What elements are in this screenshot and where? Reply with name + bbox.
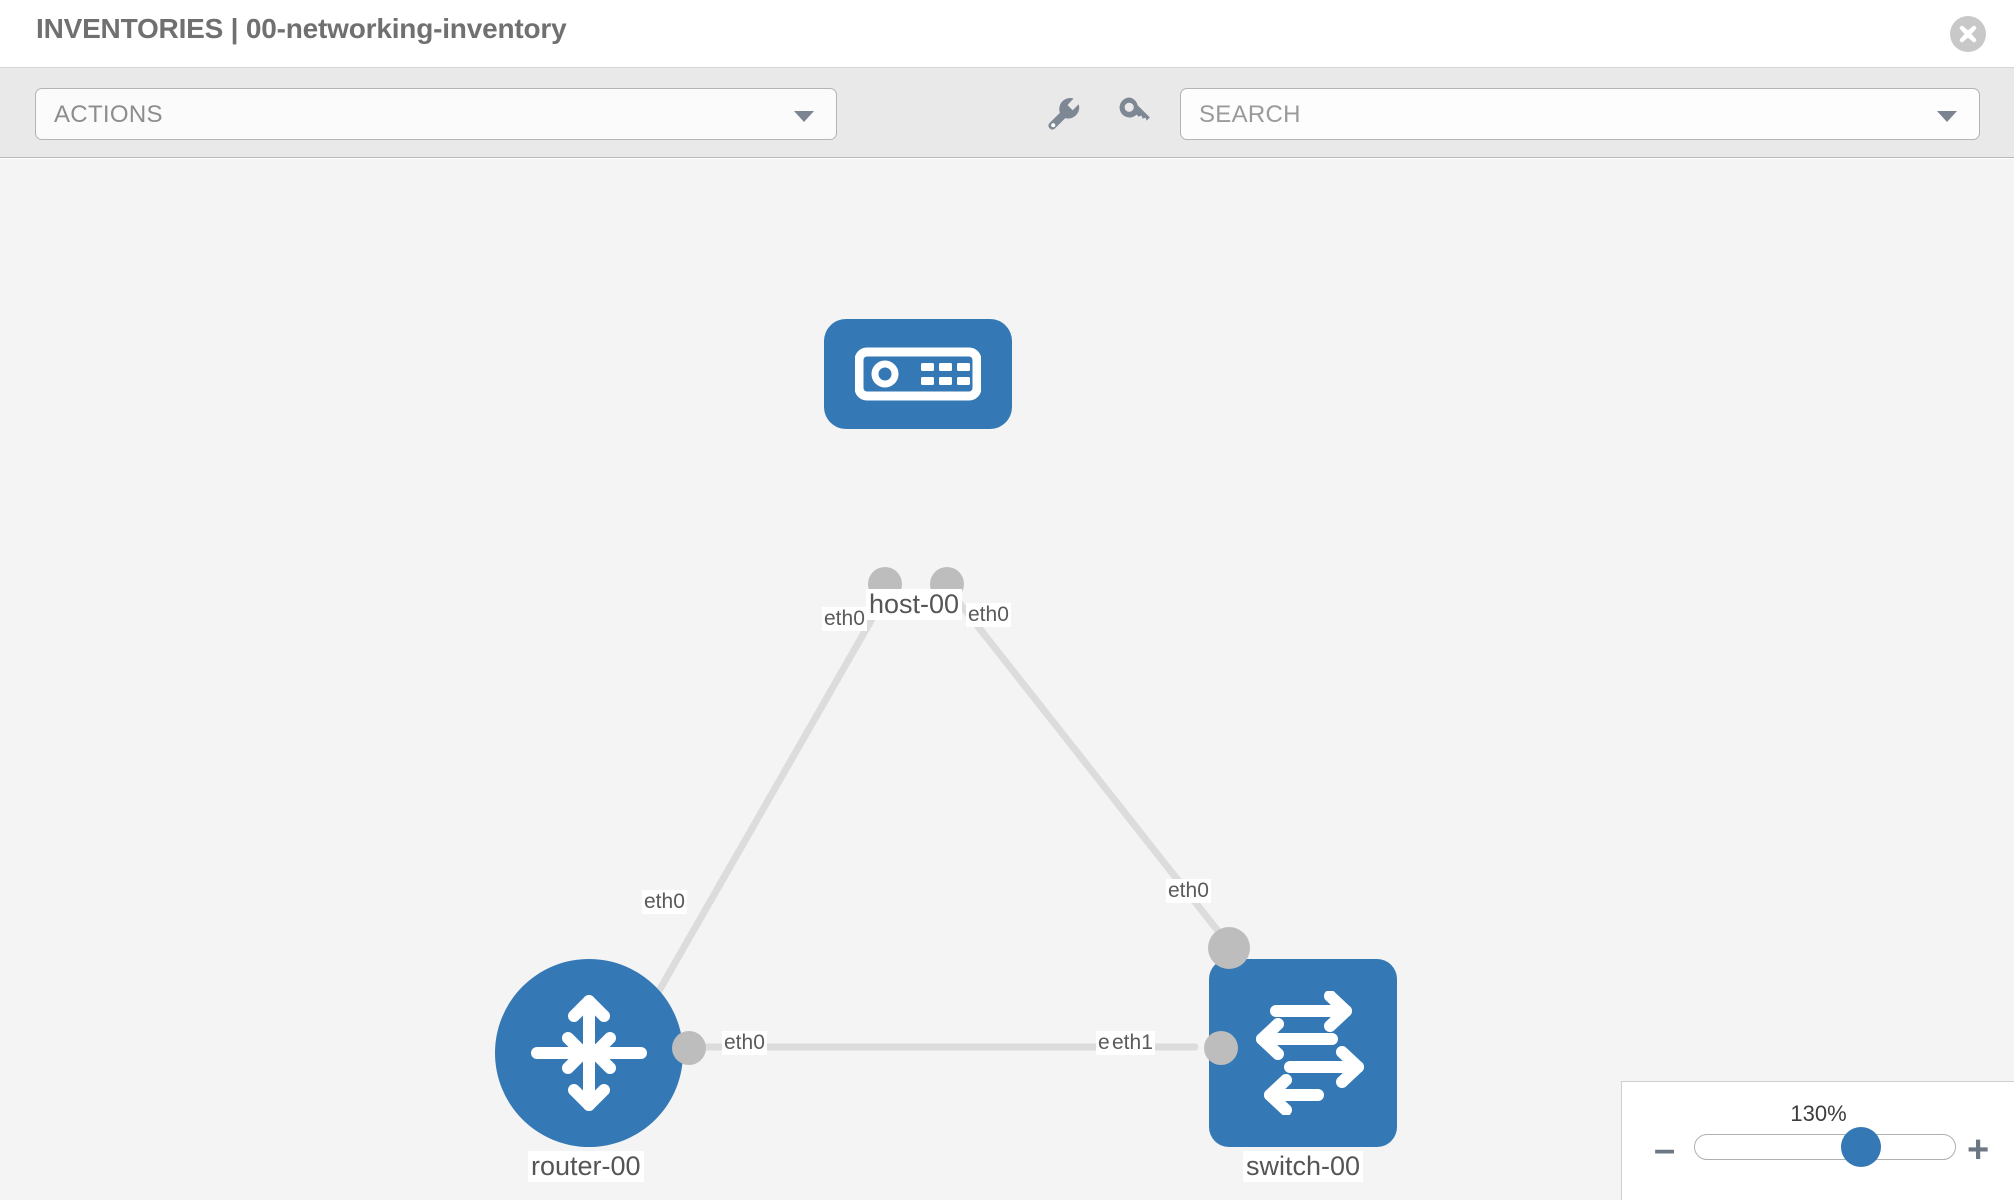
server-icon (855, 347, 981, 401)
node-switch-00-label: switch-00 (1243, 1151, 1364, 1182)
chevron-down-icon (794, 111, 814, 122)
edge-label-switch-up: eth0 (1166, 879, 1211, 903)
actions-dropdown-label: ACTIONS (54, 101, 163, 128)
edge-label-router-up: eth0 (642, 890, 687, 914)
page-header: INVENTORIES | 00-networking-inventory (0, 0, 2014, 68)
connector-switch-left (1204, 1031, 1238, 1065)
wrench-icon[interactable] (1040, 90, 1086, 136)
router-arrows-icon (531, 995, 647, 1111)
zoom-control-panel: 130% – + (1621, 1081, 2014, 1200)
search-input[interactable]: SEARCH (1180, 88, 1980, 140)
close-icon[interactable] (1950, 16, 1986, 52)
zoom-in-button[interactable]: + (1967, 1129, 1990, 1171)
edge-label-host-right: eth0 (966, 603, 1011, 627)
zoom-slider-track[interactable] (1694, 1134, 1956, 1160)
edge-label-router-right: eth0 (722, 1031, 767, 1055)
zoom-level-value: 130% (1790, 1101, 1847, 1126)
chevron-down-icon[interactable] (1937, 111, 1957, 122)
topology-links (640, 587, 1244, 1051)
edge-label-switch-left-b: eth1 (1110, 1031, 1155, 1055)
edge-label-host-left: eth0 (822, 607, 867, 631)
page-title: INVENTORIES | 00-networking-inventory (36, 13, 567, 44)
node-router-00-label: router-00 (528, 1151, 644, 1182)
actions-dropdown[interactable]: ACTIONS (35, 88, 837, 140)
node-switch-00-shape[interactable] (1209, 959, 1397, 1147)
link-host-switch (946, 587, 1244, 963)
search-placeholder: SEARCH (1199, 101, 1301, 128)
zoom-out-button[interactable]: – (1654, 1129, 1676, 1171)
connector-router-right (672, 1031, 706, 1065)
link-host-router (640, 587, 892, 1021)
node-host-00-label: host-00 (866, 589, 963, 620)
connector-switch-top (1208, 927, 1250, 969)
toolbar: ACTIONS SEARCH (0, 68, 2014, 158)
key-icon[interactable] (1112, 90, 1158, 136)
switch-arrows-icon (1256, 991, 1364, 1115)
topology-canvas[interactable]: host-00 (0, 159, 2014, 1200)
zoom-slider-thumb[interactable] (1841, 1127, 1881, 1167)
